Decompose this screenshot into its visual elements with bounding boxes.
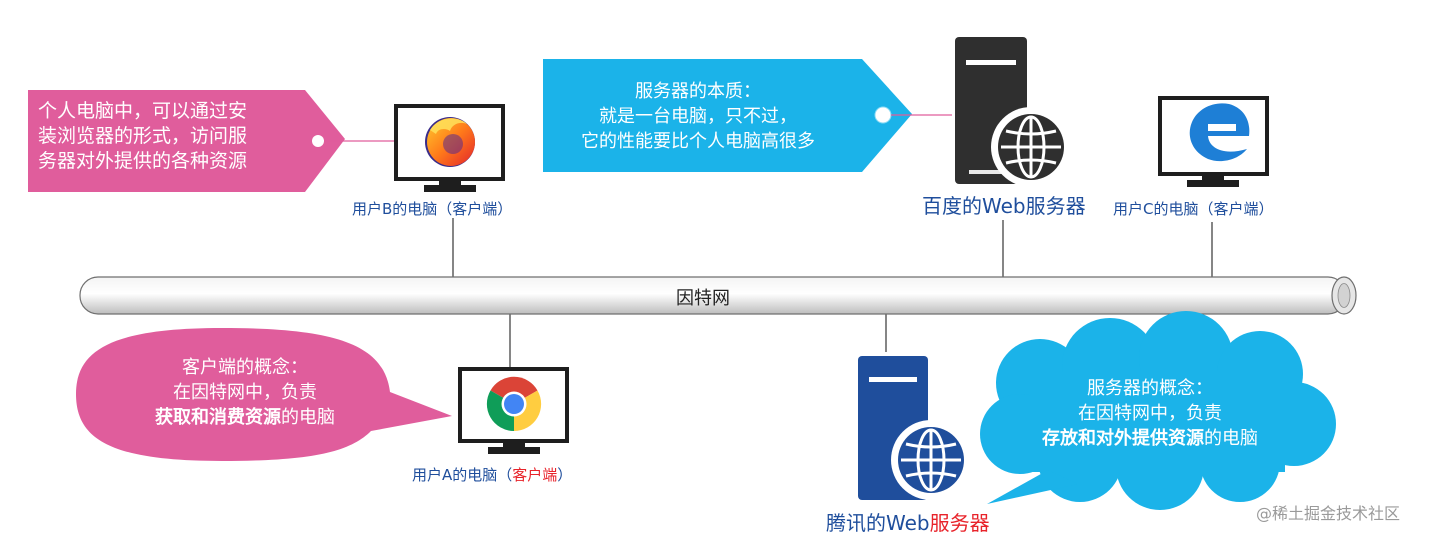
- server-essence-text: 服务器的本质： 就是一台电脑，只不过， 它的性能要比个人电脑高很多: [548, 79, 848, 154]
- server-essence-line-3: 它的性能要比个人电脑高很多: [581, 131, 815, 152]
- server-concept-cloud: [980, 311, 1336, 510]
- tencent-server-caption: 腾讯的Web服务器: [826, 507, 990, 536]
- client-concept-bubble: [76, 328, 452, 461]
- client-access-line-1: 个人电脑中，可以通过安: [38, 100, 248, 122]
- client-concept-emphasis: 获取和消费资源: [155, 407, 281, 428]
- chrome-icon: [486, 376, 542, 432]
- edge-icon: [1189, 103, 1250, 162]
- internet-pipe: [79, 276, 1357, 315]
- client-a-caption-suffix: ）: [557, 466, 573, 484]
- server-essence-line-1: 服务器的本质：: [635, 81, 761, 102]
- client-access-line-2: 装浏览器的形式，访问服: [38, 125, 248, 147]
- client-c-computer: [1158, 96, 1269, 187]
- client-a-caption-highlight: 客户端: [512, 466, 558, 484]
- client-concept-line-3: 获取和消费资源的电脑: [110, 405, 380, 430]
- server-concept-line-2: 在因特网中，负责: [1078, 403, 1222, 424]
- client-access-line-3: 务器对外提供的各种资源: [38, 150, 248, 172]
- client-c-caption: 用户C的电脑（客户端）: [1113, 200, 1274, 218]
- tencent-caption-prefix: 腾讯的Web: [826, 511, 930, 535]
- server-essence-line-2: 就是一台电脑，只不过，: [599, 106, 797, 127]
- watermark: @稀土掘金技术社区: [1256, 504, 1401, 523]
- client-concept-line-2: 在因特网中，负责: [173, 382, 317, 403]
- server-concept-emphasis: 存放和对外提供资源: [1042, 428, 1204, 449]
- server-concept-line-3-rest: 的电脑: [1204, 428, 1258, 449]
- client-a-caption: 用户A的电脑（客户端）: [412, 464, 572, 485]
- internet-label: 因特网: [676, 288, 730, 309]
- client-a-computer: [458, 367, 569, 454]
- tencent-caption-highlight: 服务器: [929, 511, 990, 535]
- globe-icon: [891, 420, 971, 500]
- client-a-caption-prefix: 用户A的电脑（: [412, 466, 513, 484]
- client-concept-line-3-rest: 的电脑: [281, 407, 335, 428]
- server-concept-text: 服务器的概念： 在因特网中，负责 存放和对外提供资源的电脑: [1000, 376, 1300, 451]
- baidu-server-caption: 百度的Web服务器: [922, 194, 1086, 218]
- firefox-icon: [425, 117, 475, 167]
- server-concept-line-3: 存放和对外提供资源的电脑: [1000, 426, 1300, 451]
- client-concept-line-1: 客户端的概念：: [182, 357, 308, 378]
- client-access-tag: [28, 90, 394, 192]
- globe-icon: [991, 107, 1071, 187]
- server-concept-line-1: 服务器的概念：: [1087, 378, 1213, 399]
- client-b-computer: [394, 104, 505, 192]
- client-access-text: 个人电脑中，可以通过安 装浏览器的形式，访问服 务器对外提供的各种资源: [38, 99, 300, 174]
- baidu-server: [955, 37, 1071, 187]
- client-concept-text: 客户端的概念： 在因特网中，负责 获取和消费资源的电脑: [110, 355, 380, 430]
- server-essence-tag: [543, 59, 952, 172]
- connector-lines: [452, 218, 1213, 367]
- tencent-server: [858, 356, 971, 500]
- client-b-caption: 用户B的电脑（客户端）: [352, 200, 513, 218]
